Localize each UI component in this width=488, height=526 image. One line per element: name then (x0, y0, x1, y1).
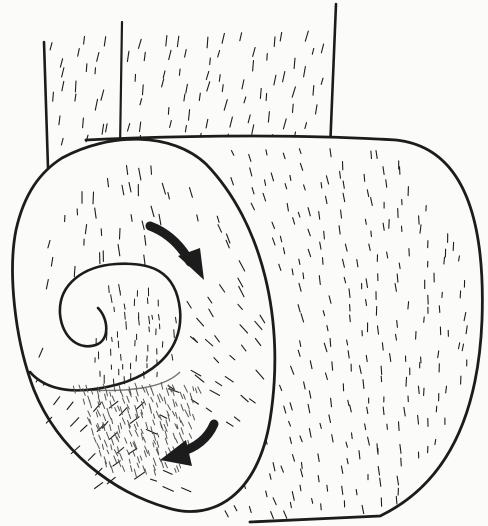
texture-dash (210, 58, 211, 65)
texture-dash (174, 330, 175, 338)
texture-dash (399, 422, 400, 431)
texture-dash (266, 94, 267, 101)
texture-dash (267, 54, 268, 61)
texture-dash (397, 321, 398, 328)
texture-dash (225, 511, 228, 517)
texture-dash (179, 69, 180, 75)
texture-dash (419, 216, 420, 224)
texture-dash (121, 355, 122, 361)
texture-dash (327, 485, 328, 491)
texture-dash (350, 315, 351, 322)
texture-dash (143, 85, 144, 95)
texture-dash (381, 366, 382, 374)
texture-dash (106, 332, 107, 340)
texture-dash (352, 433, 353, 439)
texture-dash (293, 104, 294, 112)
texture-dash (324, 231, 325, 239)
texture-dash (125, 312, 126, 319)
texture-dash (303, 273, 304, 279)
texture-dash (387, 424, 388, 429)
texture-dash (302, 463, 303, 469)
texture-dash (234, 506, 237, 511)
texture-dash (397, 274, 398, 282)
texture-dash (149, 327, 150, 332)
texture-dash (151, 166, 152, 174)
texture-dash (152, 315, 153, 319)
texture-dash (109, 286, 110, 293)
texture-dash (114, 307, 115, 312)
texture-dash (168, 108, 169, 115)
texture-dash (401, 458, 402, 466)
texture-dash (93, 192, 94, 204)
texture-dash (371, 231, 372, 237)
texture-dash (396, 496, 397, 504)
texture-dash (113, 379, 114, 386)
texture-dash (143, 372, 144, 379)
texture-dash (74, 266, 75, 276)
texture-dash (147, 298, 148, 304)
texture-dash (364, 174, 365, 181)
texture-dash (444, 257, 445, 264)
texture-dash (95, 483, 103, 489)
texture-dash (75, 81, 76, 92)
texture-dash (321, 504, 322, 510)
texture-dash (95, 68, 96, 74)
texture-dash (112, 337, 113, 341)
texture-dash (330, 339, 331, 347)
texture-dash (371, 151, 372, 159)
texture-dash (439, 306, 440, 313)
texture-dash (321, 183, 322, 188)
texture-dash (424, 317, 425, 322)
texture-dash (332, 362, 333, 370)
texture-dash (86, 64, 87, 72)
texture-dash (408, 302, 409, 309)
texture-dash (53, 92, 54, 101)
texture-dash (120, 229, 121, 240)
texture-dash (323, 258, 324, 265)
texture-dash (126, 322, 127, 330)
texture-dash (406, 377, 407, 386)
